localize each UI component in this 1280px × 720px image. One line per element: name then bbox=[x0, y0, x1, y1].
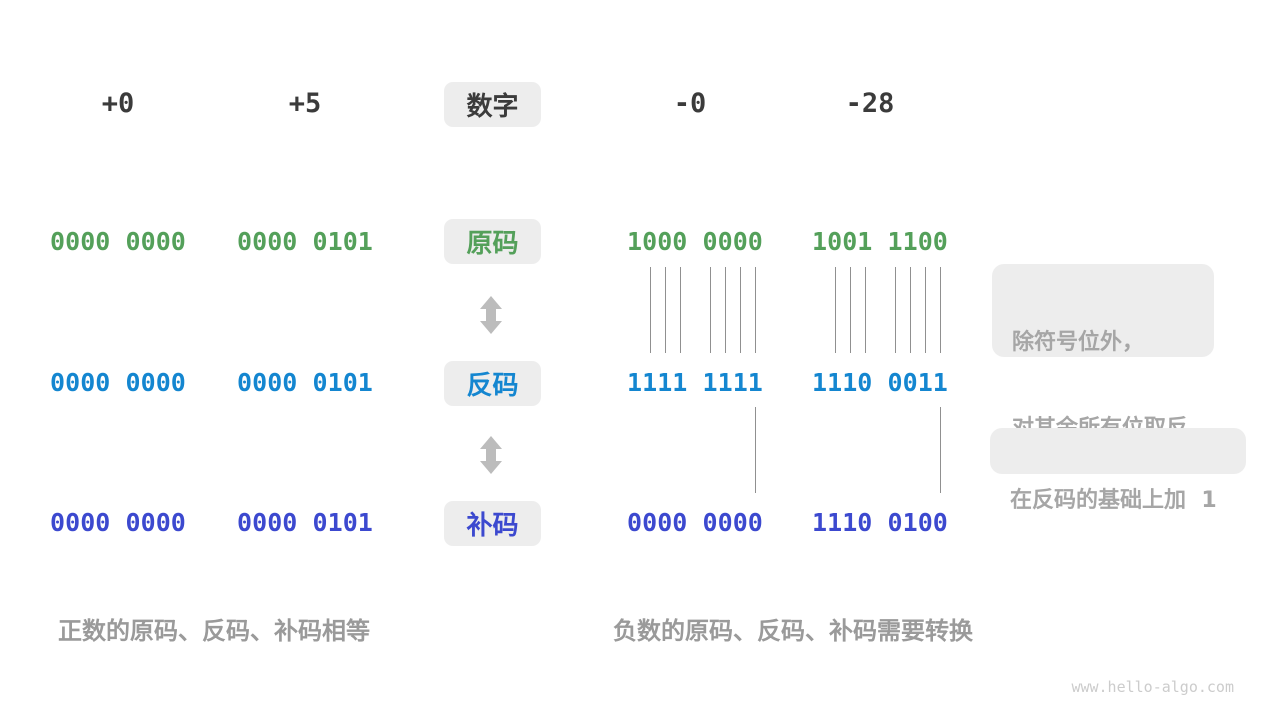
binary-value: 0000 0101 bbox=[237, 227, 373, 256]
positive-caption: 正数的原码、反码、补码相等 bbox=[58, 617, 370, 645]
binary-value: 0000 0000 bbox=[50, 227, 186, 256]
flip-bit-line bbox=[709, 267, 711, 353]
flip-bit-line bbox=[754, 267, 756, 353]
binary-value: 0000 0101 bbox=[237, 368, 373, 397]
binary-value: 1110 0100 bbox=[812, 508, 948, 537]
flip-bit-line bbox=[724, 267, 726, 353]
add-one-line bbox=[939, 407, 941, 493]
flip-bit-line bbox=[909, 267, 911, 353]
add-one-line bbox=[754, 407, 756, 493]
tag-ones-complement: 反码 bbox=[444, 361, 541, 406]
flip-bit-line bbox=[739, 267, 741, 353]
flip-bits-note: 除符号位外， 对其余所有位取反 bbox=[992, 264, 1214, 441]
flip-bit-line bbox=[924, 267, 926, 353]
note-line: 除符号位外， bbox=[1012, 330, 1145, 355]
binary-value: 1111 1111 bbox=[627, 368, 763, 397]
add-one-note: 在反码的基础上加 1 bbox=[990, 428, 1246, 513]
updown-arrow-icon bbox=[478, 436, 504, 474]
flip-bit-line bbox=[894, 267, 896, 353]
tag-twos-complement: 补码 bbox=[444, 501, 541, 546]
binary-value: 1001 1100 bbox=[812, 227, 948, 256]
flip-bit-line bbox=[679, 267, 681, 353]
binary-value: 1000 0000 bbox=[627, 227, 763, 256]
flip-bit-line bbox=[664, 267, 666, 353]
binary-value: 0000 0101 bbox=[237, 508, 373, 537]
header-number-pos-five: +5 bbox=[288, 88, 322, 119]
binary-value: 1110 0011 bbox=[812, 368, 948, 397]
binary-value: 0000 0000 bbox=[50, 508, 186, 537]
header-number-neg-zero: -0 bbox=[673, 88, 707, 119]
flip-bit-line bbox=[864, 267, 866, 353]
binary-value: 0000 0000 bbox=[627, 508, 763, 537]
binary-value: 0000 0000 bbox=[50, 368, 186, 397]
tag-sign-magnitude: 原码 bbox=[444, 219, 541, 264]
updown-arrow-icon bbox=[478, 296, 504, 334]
flip-bit-line bbox=[849, 267, 851, 353]
flip-bit-line bbox=[939, 267, 941, 353]
note-line: 在反码的基础上加 1 bbox=[1010, 488, 1217, 513]
negative-caption: 负数的原码、反码、补码需要转换 bbox=[613, 617, 973, 645]
flip-bit-line bbox=[649, 267, 651, 353]
flip-bit-line bbox=[834, 267, 836, 353]
tag-number: 数字 bbox=[444, 82, 541, 127]
watermark: www.hello-algo.com bbox=[1071, 678, 1234, 696]
header-number-pos-zero: +0 bbox=[101, 88, 135, 119]
header-number-neg-28: -28 bbox=[845, 88, 895, 119]
